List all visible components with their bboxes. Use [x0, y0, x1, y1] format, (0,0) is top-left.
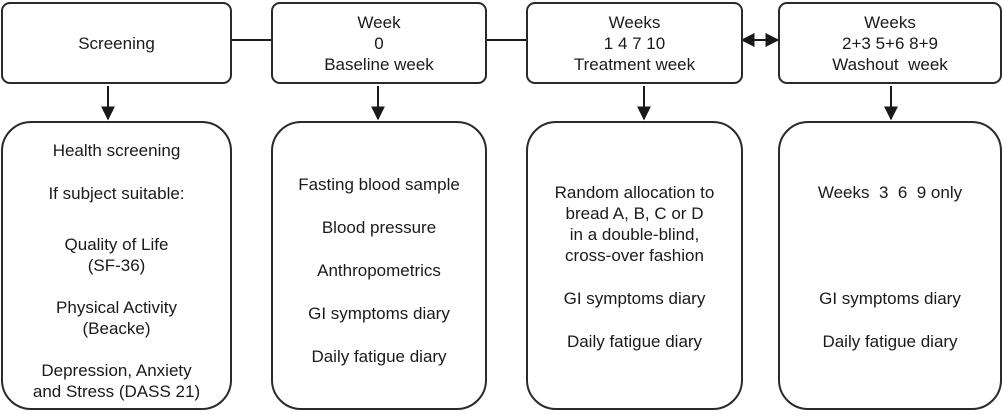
washout-detail-box: Weeks 3 6 9 only GI symptoms diary Daily… [778, 121, 1002, 410]
baseline-header-line-2: 0 [374, 33, 384, 53]
dass-line-2: and Stress (DASS 21) [32, 382, 201, 401]
anthropometrics-text: Anthropometrics [317, 261, 441, 280]
health-screening-text: Health screening [52, 141, 181, 160]
allocation-line-4: cross-over fashion [565, 246, 704, 265]
weeks-only-text: Weeks 3 6 9 only [817, 183, 963, 202]
qol-line-2: (SF-36) [87, 256, 146, 275]
pa-line-1: Physical Activity [56, 298, 177, 317]
washout-header-line-3: Washout week [832, 54, 948, 74]
treatment-header-line-2: 1 4 7 10 [603, 33, 666, 53]
treatment-detail-box: Random allocation to bread A, B, C or D … [526, 121, 743, 410]
screening-header-box: Screening [1, 2, 232, 84]
gi-diary-text: GI symptoms diary [563, 289, 706, 308]
treatment-header-box: Weeks 1 4 7 10 Treatment week [526, 2, 743, 84]
baseline-header-line-1: Week [357, 12, 401, 32]
washout-header-box: Weeks 2+3 5+6 8+9 Washout week [778, 2, 1002, 84]
qol-line-1: Quality of Life [64, 235, 169, 254]
fatigue-diary-text: Daily fatigue diary [566, 332, 703, 351]
washout-header-line-1: Weeks [864, 12, 916, 32]
treatment-header-line-1: Weeks [608, 12, 661, 32]
pa-line-2: (Beacke) [82, 319, 151, 338]
baseline-header-line-3: Baseline week [324, 54, 434, 74]
treatment-header-line-3: Treatment week [573, 54, 696, 74]
washout-header-line-2: 2+3 5+6 8+9 [842, 33, 938, 53]
allocation-line-1: Random allocation to [554, 183, 715, 202]
blood-pressure-text: Blood pressure [321, 218, 437, 237]
suitable-text: If subject suitable: [48, 184, 185, 203]
baseline-header-box: Week 0 Baseline week [271, 2, 487, 84]
fasting-blood-text: Fasting blood sample [298, 175, 460, 194]
fatigue-diary-text: Daily fatigue diary [822, 332, 958, 351]
allocation-line-3: in a double-blind, [569, 225, 700, 244]
fatigue-diary-text: Daily fatigue diary [311, 347, 447, 366]
baseline-detail-box: Fasting blood sample Blood pressure Anth… [271, 121, 487, 410]
screening-detail-box: Health screening If subject suitable: Qu… [1, 121, 232, 410]
screening-header-label: Screening [78, 33, 155, 53]
gi-diary-text: GI symptoms diary [819, 289, 961, 308]
gi-diary-text: GI symptoms diary [308, 304, 450, 323]
allocation-line-2: bread A, B, C or D [565, 204, 704, 223]
dass-line-1: Depression, Anxiety [41, 361, 192, 380]
